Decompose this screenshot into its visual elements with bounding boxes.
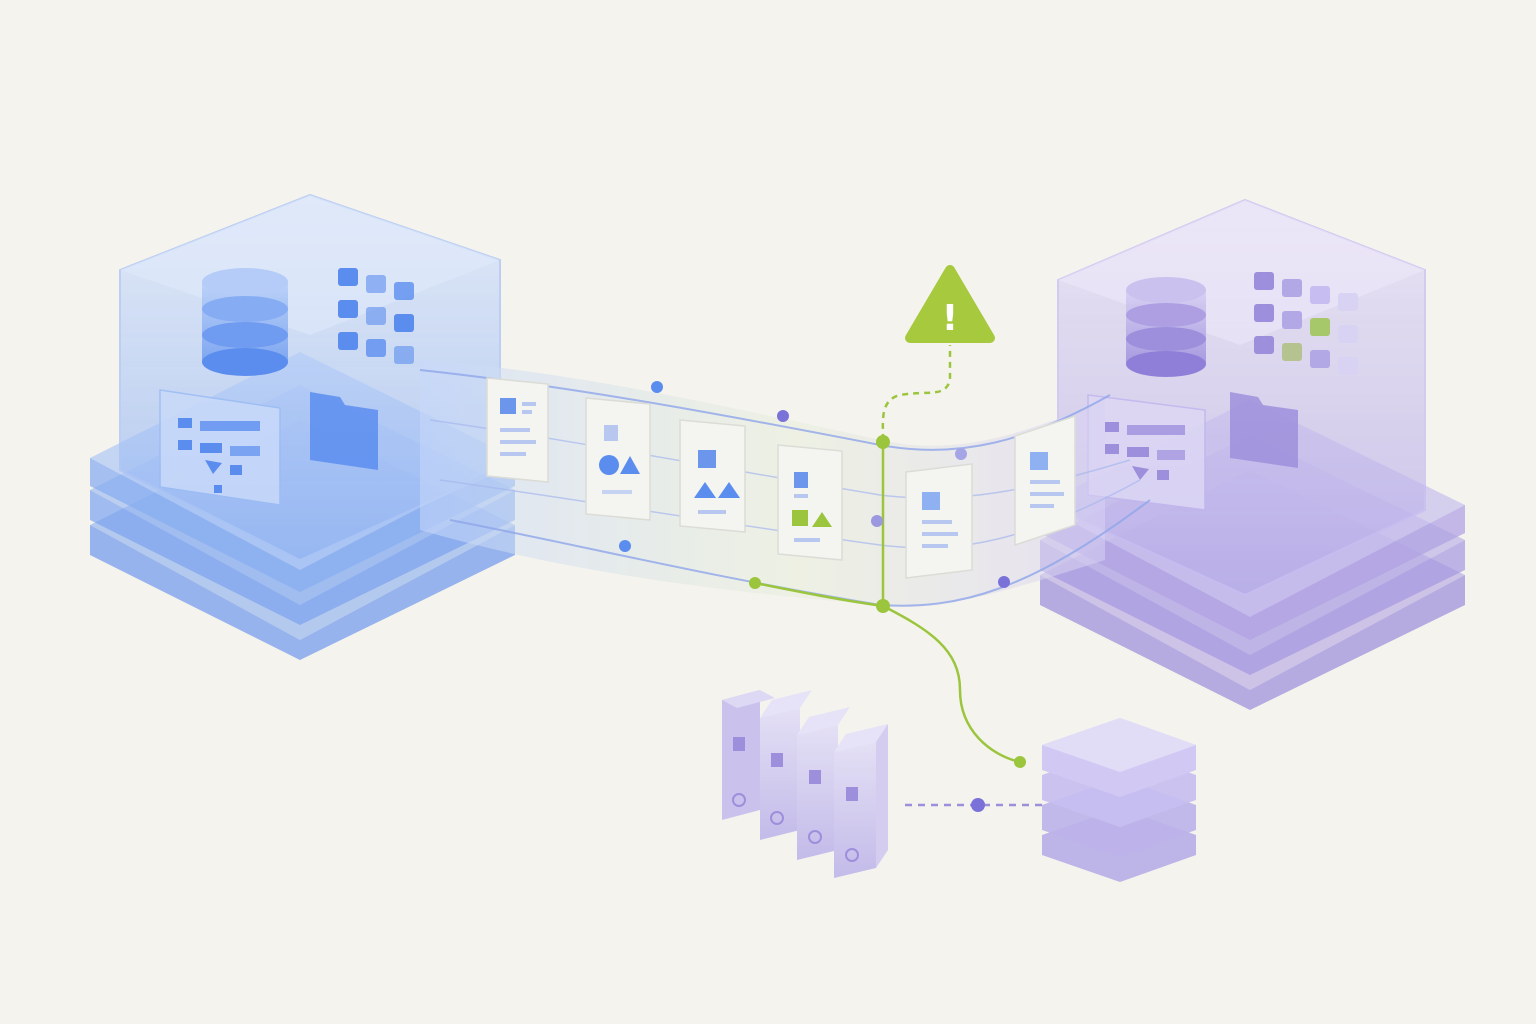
grid-icon xyxy=(338,268,414,364)
document-card xyxy=(777,444,843,561)
stack-top xyxy=(1042,718,1196,772)
target-stack xyxy=(1040,198,1465,710)
document-card xyxy=(486,377,549,483)
database-icon xyxy=(1126,277,1206,377)
document-card xyxy=(905,463,973,579)
pipeline-node xyxy=(1014,756,1026,768)
pipeline-node xyxy=(955,448,967,460)
pipeline-node xyxy=(871,515,883,527)
database-icon xyxy=(202,268,288,376)
target-base-side-1 xyxy=(1040,505,1465,640)
warning-glyph: ! xyxy=(942,298,958,339)
source-stack xyxy=(90,193,515,660)
pipeline-node xyxy=(749,577,761,589)
archive-path xyxy=(882,604,1021,764)
grid-icon xyxy=(1254,272,1358,375)
folder-icon xyxy=(1230,392,1298,468)
highlighted-grid-cell xyxy=(1282,343,1302,361)
document-card xyxy=(1014,414,1076,547)
archive-binders xyxy=(722,690,888,878)
pipeline-node xyxy=(876,435,890,449)
archive-stack xyxy=(1042,718,1196,882)
binder xyxy=(834,724,888,878)
pipeline-node xyxy=(651,381,663,393)
pipeline-node xyxy=(777,410,789,422)
highlighted-grid-cell xyxy=(1310,318,1330,336)
binder xyxy=(797,707,850,860)
target-base-side-2 xyxy=(1040,540,1465,675)
verification-path xyxy=(754,581,884,608)
archive-link-node xyxy=(971,798,985,812)
pipeline-node xyxy=(619,540,631,552)
document-card xyxy=(679,419,746,533)
warning-triangle-icon: ! xyxy=(905,265,995,343)
source-base-side-3 xyxy=(90,525,515,660)
form-icon xyxy=(159,389,281,506)
target-base-side-3 xyxy=(1040,575,1465,710)
pipeline-node xyxy=(998,576,1010,588)
folder-icon xyxy=(310,392,378,470)
document-card xyxy=(585,397,651,521)
binder xyxy=(722,690,775,820)
source-base-side-2 xyxy=(90,490,515,625)
binder xyxy=(760,690,812,840)
pipeline-node xyxy=(876,599,890,613)
data-pipeline: ! xyxy=(419,265,1151,768)
form-icon xyxy=(1087,394,1206,511)
alert-path xyxy=(881,345,952,441)
